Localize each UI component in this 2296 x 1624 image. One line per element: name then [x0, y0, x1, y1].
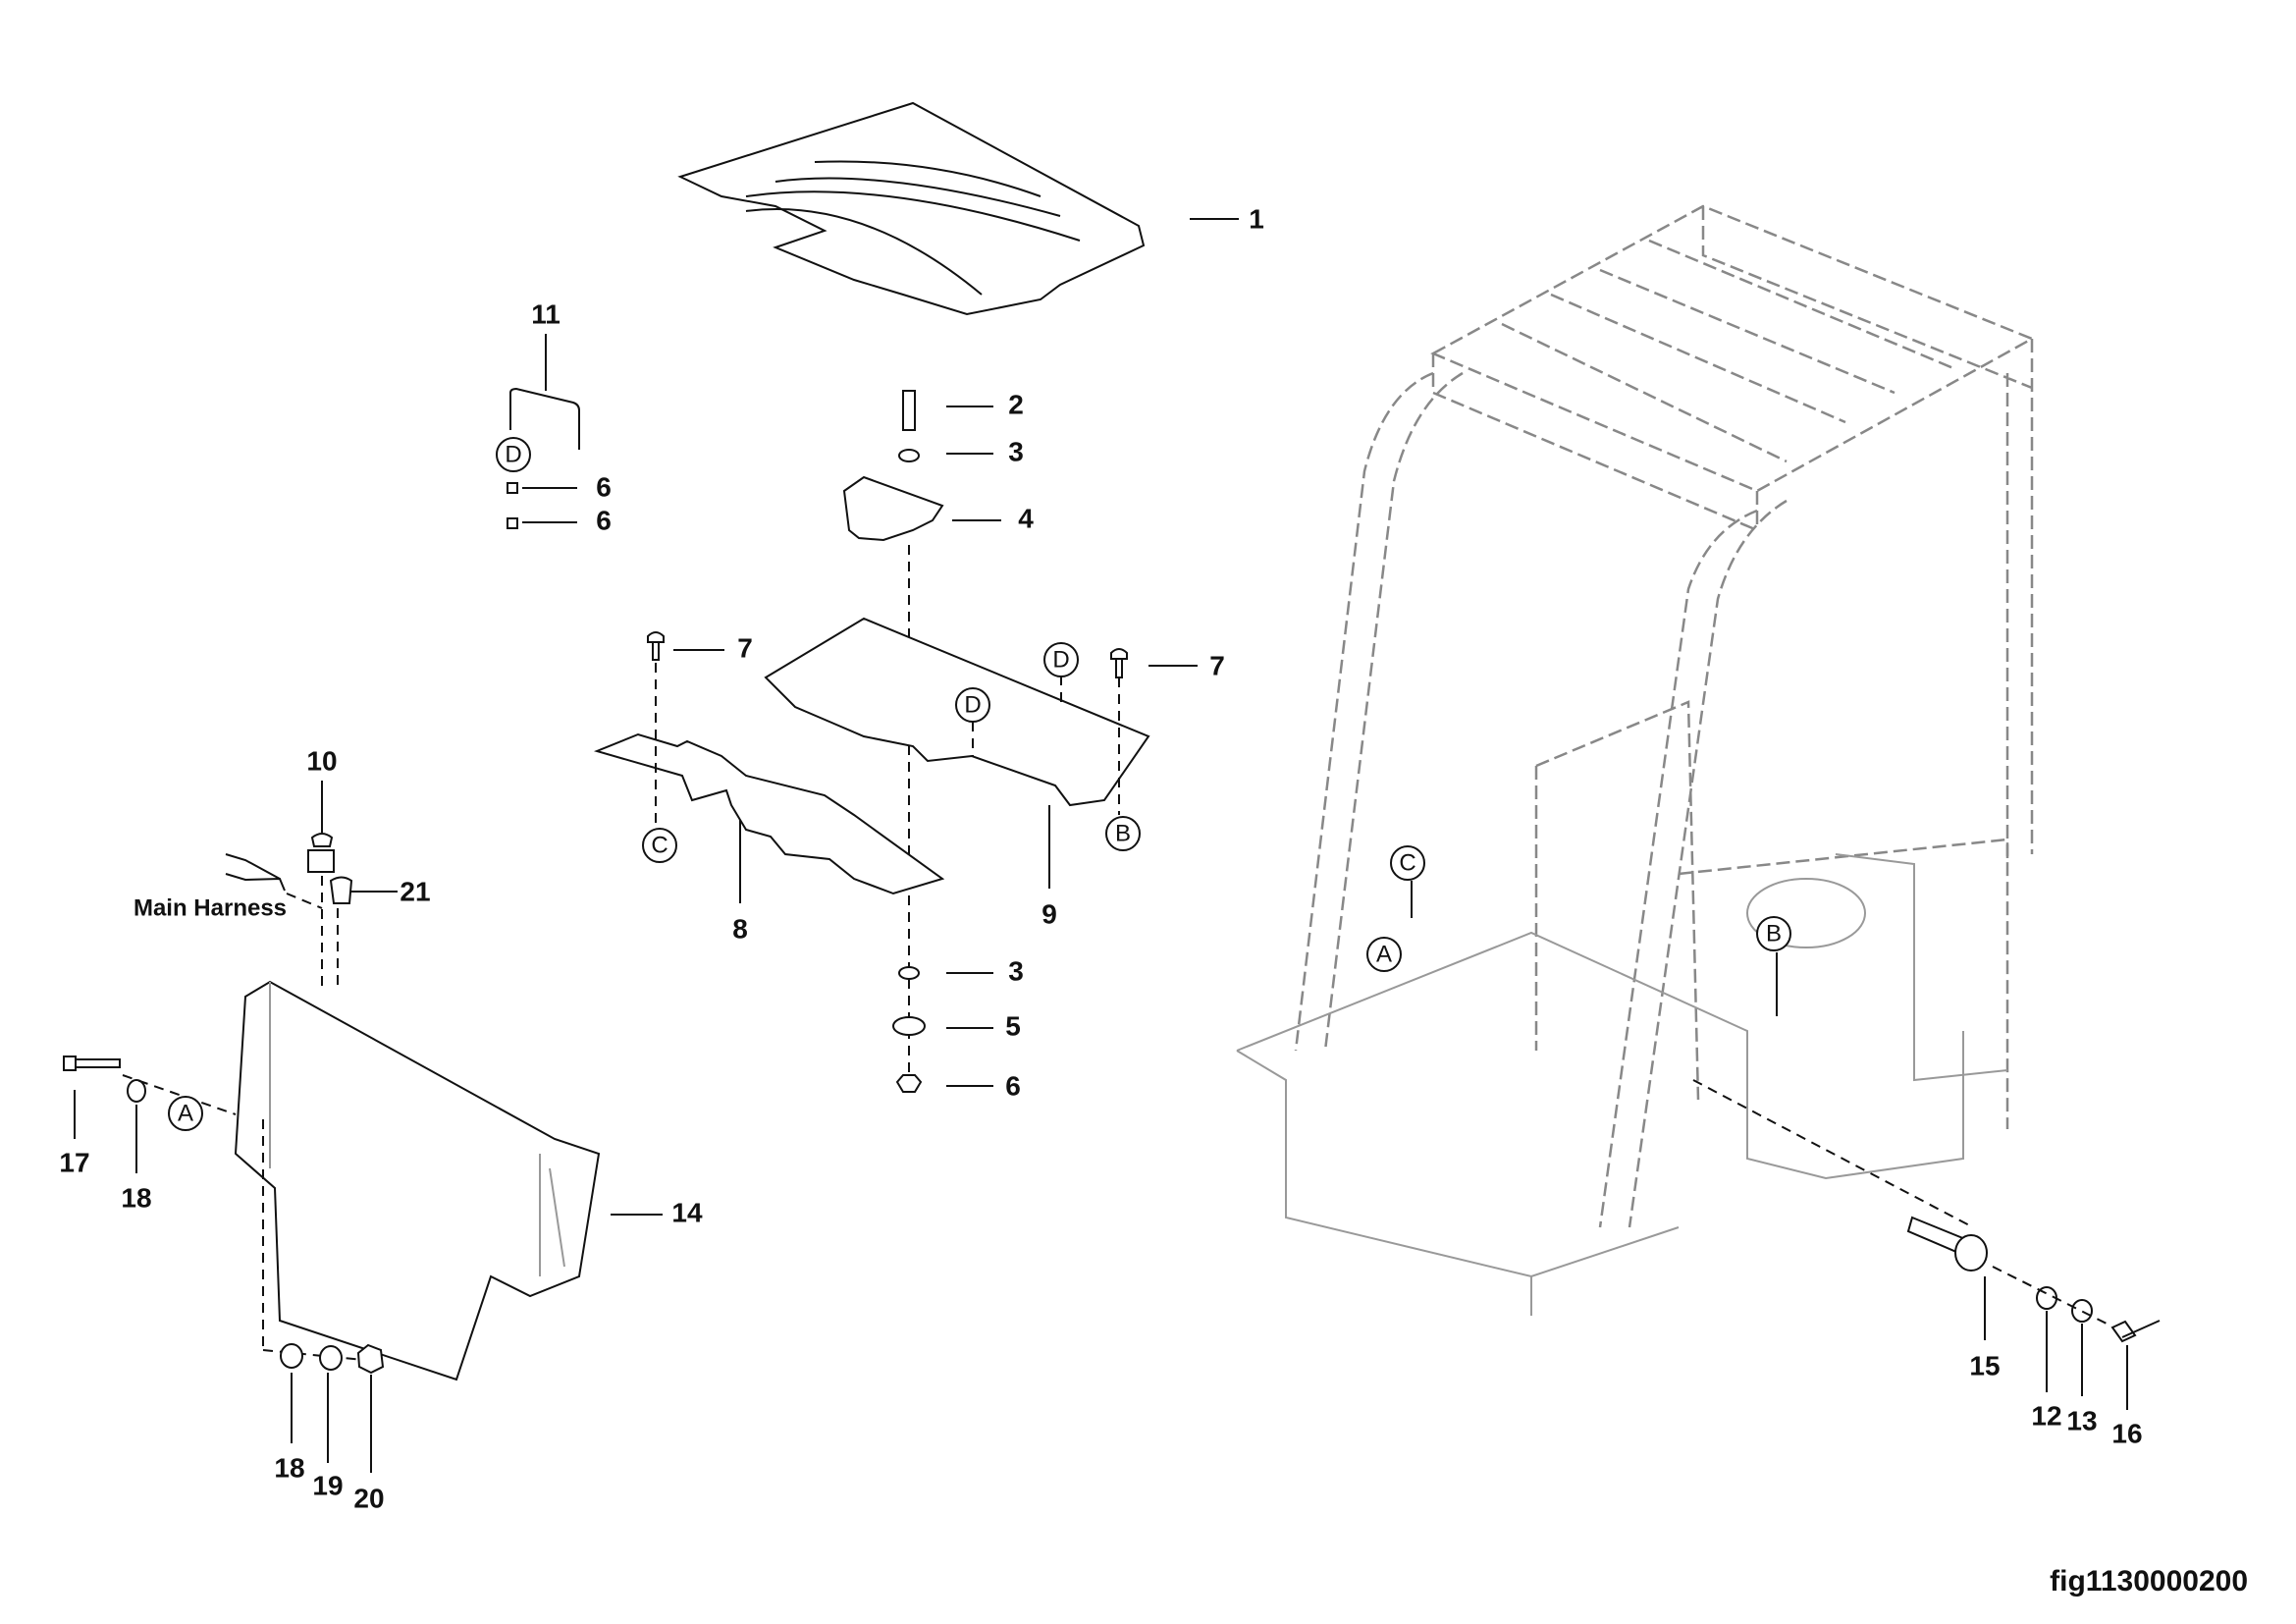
ref-circle-c: C — [642, 828, 677, 863]
truck-frame — [1236, 204, 2035, 1316]
callout-9: 9 — [1041, 898, 1057, 929]
nut-part — [507, 517, 518, 529]
callout-3: 3 — [1008, 955, 1024, 986]
svg-text:D: D — [505, 441, 521, 467]
callout-18: 18 — [274, 1452, 304, 1483]
callout-11: 11 — [531, 298, 561, 329]
ref-circle-a: A — [168, 1096, 203, 1131]
callout-19: 19 — [312, 1470, 343, 1500]
callout-13: 13 — [2066, 1405, 2097, 1435]
svg-text:C: C — [1399, 849, 1415, 876]
callout-12: 12 — [2031, 1400, 2061, 1431]
callout-18: 18 — [121, 1182, 151, 1213]
callout-7: 7 — [737, 632, 753, 663]
ref-circle-b: B — [1756, 916, 1791, 951]
nut-part — [507, 482, 518, 494]
bolt-part — [902, 390, 916, 431]
accelerator-pedal-part — [842, 475, 944, 542]
callout-14: 14 — [671, 1197, 703, 1227]
svg-text:A: A — [178, 1100, 193, 1126]
main-harness-label: Main Harness — [133, 894, 287, 921]
svg-text:A: A — [1376, 941, 1392, 967]
svg-text:C: C — [651, 832, 667, 858]
svg-text:D: D — [1052, 646, 1069, 673]
callout-21: 21 — [400, 876, 430, 906]
callout-7: 7 — [1209, 650, 1225, 680]
svg-text:D: D — [964, 691, 981, 718]
figure-id: fig1130000200 — [2050, 1565, 2248, 1597]
callout-6: 6 — [596, 505, 612, 535]
callout-5: 5 — [1005, 1010, 1021, 1041]
u-bolt-part — [509, 387, 580, 450]
ref-circle-d: D — [496, 437, 531, 472]
svg-text:B: B — [1766, 920, 1782, 947]
callout-10: 10 — [306, 745, 337, 776]
callout-20: 20 — [353, 1483, 384, 1513]
console-panel-part — [234, 980, 601, 1381]
callout-15: 15 — [1969, 1350, 2000, 1380]
callout-4: 4 — [1018, 503, 1034, 533]
callout-17: 17 — [59, 1147, 89, 1177]
ref-circle-a: A — [1366, 937, 1402, 972]
ref-circle-d: D — [955, 687, 990, 723]
callout-6: 6 — [1005, 1070, 1021, 1101]
callout-8: 8 — [732, 913, 748, 944]
callout-2: 2 — [1008, 389, 1024, 419]
ref-circle-b: B — [1105, 816, 1141, 851]
floor-mat-part — [677, 101, 1146, 316]
side-plate-part — [593, 732, 945, 895]
svg-text:B: B — [1115, 820, 1131, 846]
callout-1: 1 — [1249, 203, 1264, 234]
washer-part — [898, 449, 920, 462]
callout-16: 16 — [2111, 1418, 2142, 1448]
callout-6: 6 — [596, 471, 612, 502]
ref-circle-d: D — [1043, 642, 1079, 677]
callout-3: 3 — [1008, 436, 1024, 466]
ref-circle-c: C — [1390, 845, 1425, 881]
